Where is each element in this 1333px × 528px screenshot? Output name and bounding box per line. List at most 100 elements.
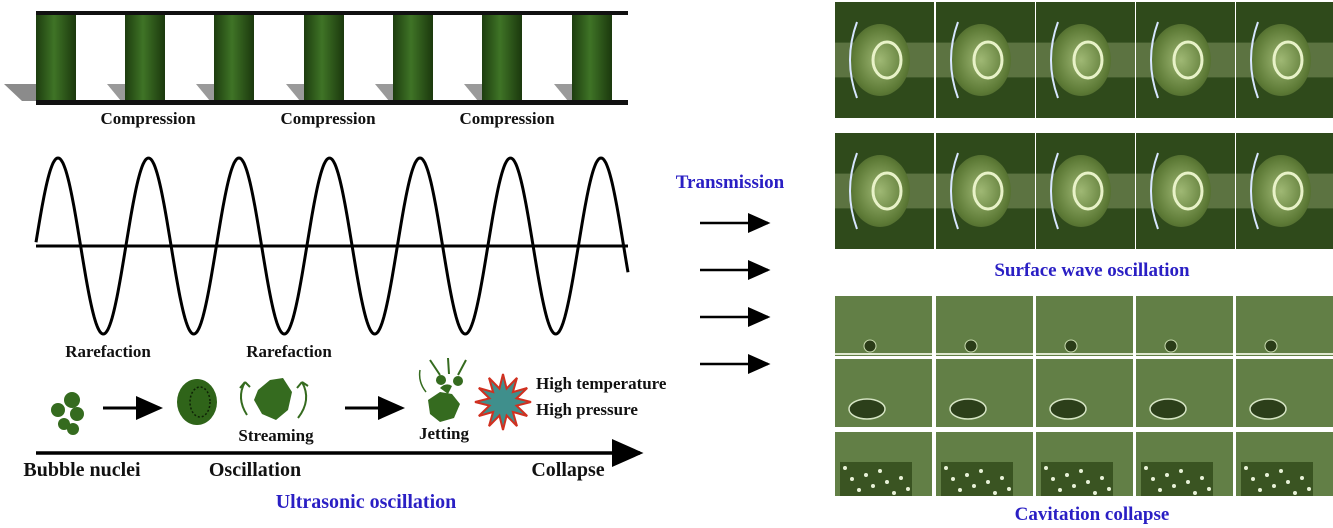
axis-label-oscillation: Oscillation bbox=[209, 459, 301, 481]
cavitation-spark bbox=[1200, 476, 1204, 480]
cavitation-tile-1-3 bbox=[1036, 296, 1133, 356]
cavitation-tile-sheen bbox=[936, 359, 1033, 427]
cavitation-tile-sheen bbox=[1136, 296, 1233, 356]
axis-label-bubble-nuclei: Bubble nuclei bbox=[23, 459, 141, 481]
cavitation-spark bbox=[951, 477, 955, 481]
compression-label-3: Compression bbox=[459, 109, 555, 128]
pillar-7 bbox=[572, 15, 612, 100]
cavitation-spark bbox=[850, 477, 854, 481]
surface-tile-edge bbox=[950, 152, 959, 230]
compression-label-2: Compression bbox=[280, 109, 376, 128]
cavitation-spark bbox=[1086, 480, 1090, 484]
collapse-burst-icon bbox=[474, 373, 532, 431]
cavitation-spark bbox=[965, 473, 969, 477]
cavitation-spark bbox=[958, 488, 962, 492]
cavitation-tile-sheen bbox=[1036, 359, 1133, 427]
cavitation-tile-2-3 bbox=[1036, 359, 1133, 427]
compression-label-1: Compression bbox=[100, 109, 196, 128]
pillar-shadow-5 bbox=[375, 84, 393, 101]
surface-tile-edge bbox=[849, 152, 858, 230]
cavitation-spark bbox=[1165, 473, 1169, 477]
surface-tile-ring bbox=[1272, 40, 1304, 80]
cavitation-tile-1-1 bbox=[835, 296, 932, 356]
pillar-5 bbox=[393, 15, 433, 100]
transmission-arrows bbox=[700, 213, 771, 374]
cavitation-spark bbox=[1044, 466, 1048, 470]
cavitation-spark bbox=[1079, 469, 1083, 473]
streaming-icon bbox=[239, 378, 309, 420]
high-pressure-label: High pressure bbox=[536, 400, 638, 419]
sine-wave bbox=[34, 156, 630, 336]
cavitation-tile-sheen bbox=[835, 359, 932, 427]
streaming-label: Streaming bbox=[238, 426, 314, 445]
surface-tile-bubble bbox=[1151, 24, 1211, 96]
cavitation-spark bbox=[1286, 480, 1290, 484]
pillar-4 bbox=[304, 15, 344, 100]
cavitation-tile-2-4 bbox=[1136, 359, 1233, 427]
compression-band bbox=[4, 11, 628, 105]
cavitation-deformed-bubble bbox=[1049, 398, 1087, 420]
pillar-2 bbox=[125, 15, 165, 100]
surface-tile-ring bbox=[972, 171, 1004, 211]
cavitation-spark bbox=[1207, 487, 1211, 491]
cavitation-tile-2-5 bbox=[1236, 359, 1333, 427]
cavitation-spark bbox=[1279, 469, 1283, 473]
cavitation-tile-2-1 bbox=[835, 359, 932, 427]
surface-tile-ring bbox=[1072, 40, 1104, 80]
cavitation-spark bbox=[1179, 469, 1183, 473]
cavitation-spark bbox=[1272, 484, 1276, 488]
cavitation-tile-1-2 bbox=[936, 296, 1033, 356]
pillar-shadow-7 bbox=[554, 84, 572, 101]
surface-tile-bubble bbox=[1251, 24, 1311, 96]
cavitation-tile-2-2 bbox=[936, 359, 1033, 427]
pillar-shadow-4 bbox=[286, 84, 304, 101]
surface-tile-ring bbox=[871, 171, 903, 211]
surface-tile-edge bbox=[950, 21, 959, 99]
cavitation-collapse-caption: Cavitation collapse bbox=[1015, 504, 1170, 525]
oscillating-bubble-icon bbox=[177, 379, 217, 425]
surface-tile-edge bbox=[1250, 152, 1259, 230]
cavitation-spark bbox=[1265, 473, 1269, 477]
cavitation-bubble bbox=[964, 339, 978, 353]
cavitation-tile-sheen bbox=[1236, 296, 1333, 356]
cavitation-photo-grid bbox=[835, 296, 1333, 496]
cavitation-spark bbox=[1172, 484, 1176, 488]
cavitation-spark bbox=[1258, 488, 1262, 492]
surface-tile-bubble bbox=[951, 155, 1011, 227]
cavitation-tile-1-5 bbox=[1236, 296, 1333, 356]
surface-tile-edge bbox=[1250, 21, 1259, 99]
cavitation-spark bbox=[1300, 476, 1304, 480]
cavitation-deformed-bubble bbox=[848, 398, 886, 420]
surface-tile-bubble bbox=[850, 24, 910, 96]
cavitation-spark bbox=[972, 484, 976, 488]
surface-tile-bubble bbox=[1051, 155, 1111, 227]
surface-tile-bubble bbox=[951, 24, 1011, 96]
cavitation-spark bbox=[1151, 477, 1155, 481]
cavitation-spark bbox=[1186, 480, 1190, 484]
cavitation-spark bbox=[1144, 466, 1148, 470]
pillar-shadow-3 bbox=[196, 84, 214, 101]
cavitation-spark bbox=[864, 473, 868, 477]
jetting-icon bbox=[418, 357, 467, 422]
surface-tile-ring bbox=[1172, 171, 1204, 211]
pillar-6 bbox=[482, 15, 522, 100]
cavitation-spark bbox=[885, 480, 889, 484]
pillar-1 bbox=[36, 15, 76, 100]
band-bottom-edge bbox=[36, 100, 628, 105]
pillar-group bbox=[36, 15, 612, 101]
cavitation-spark bbox=[1072, 484, 1076, 488]
cavitation-spark bbox=[1251, 477, 1255, 481]
axis-label-collapse: Collapse bbox=[531, 459, 604, 481]
transmission-label: Transmission bbox=[676, 172, 785, 193]
cavitation-spark bbox=[1093, 491, 1097, 495]
cavitation-spark bbox=[906, 487, 910, 491]
jetting-label: Jetting bbox=[419, 424, 470, 443]
cavitation-spark bbox=[899, 476, 903, 480]
surface-tile-edge bbox=[1150, 152, 1159, 230]
cavitation-spark bbox=[857, 488, 861, 492]
cavitation-spark bbox=[1058, 488, 1062, 492]
cavitation-spark bbox=[1100, 476, 1104, 480]
surface-tile-bubble bbox=[1151, 155, 1211, 227]
rarefaction-label-1: Rarefaction bbox=[65, 342, 151, 361]
